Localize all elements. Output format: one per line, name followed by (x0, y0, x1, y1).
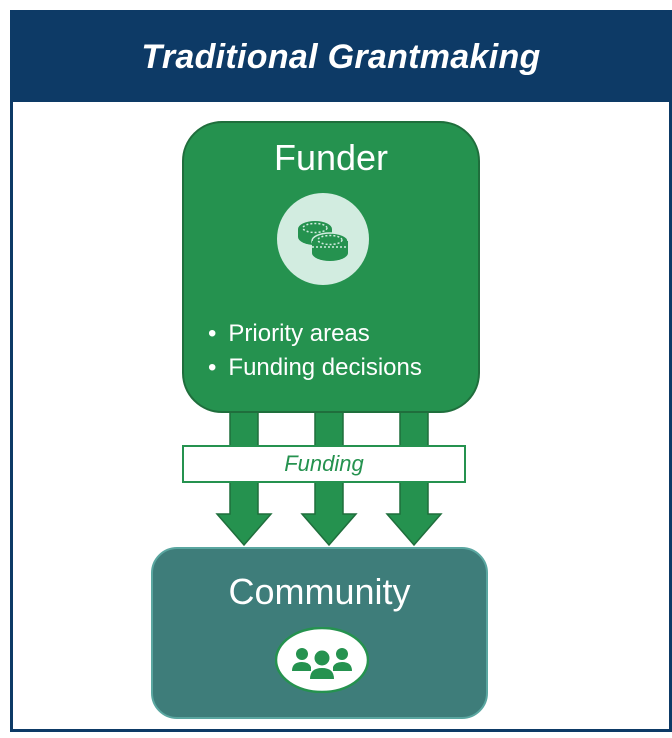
funder-bullet-list: Priority areas Funding decisions (208, 317, 422, 385)
funding-label: Funding (182, 445, 466, 483)
coins-icon (277, 193, 369, 285)
community-title: Community (228, 571, 411, 612)
people-group-icon (274, 626, 370, 694)
community-box: Community (151, 547, 488, 719)
bullet-funding-decisions: Funding decisions (208, 351, 421, 385)
funder-box: Funder Priority areas Funding decisions (182, 121, 480, 413)
header-bar: Traditional Grantmaking (13, 13, 669, 102)
funder-title: Funder (273, 137, 389, 178)
bullet-priority-areas: Priority areas (208, 317, 422, 351)
diagram-title: Traditional Grantmaking (141, 38, 541, 76)
